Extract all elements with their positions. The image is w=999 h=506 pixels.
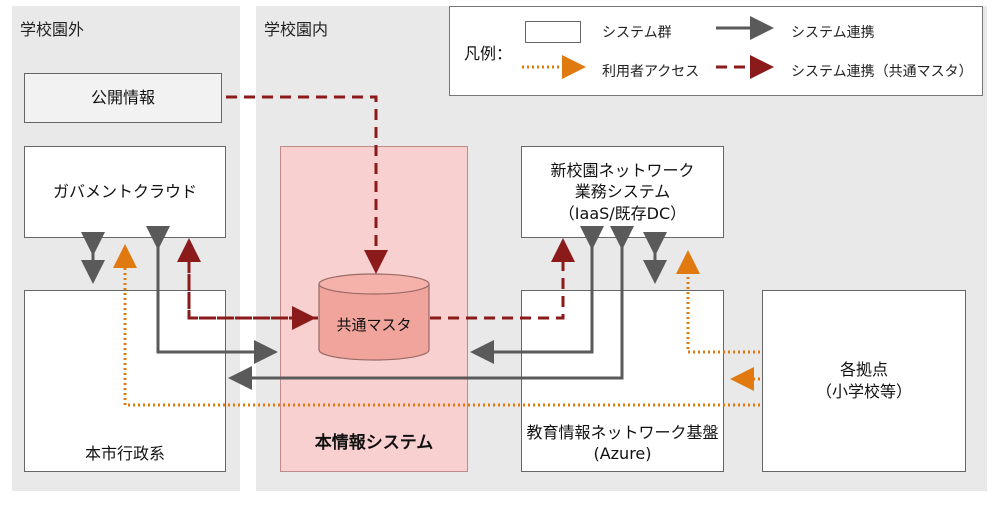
link-newnetwork-to-main	[470, 226, 604, 364]
public-info-label: 公開情報	[90, 88, 155, 108]
access-sites-to-govcloud	[113, 244, 760, 407]
zone-outside-label: 学校園外	[20, 20, 85, 39]
common-master-label: 共通マスタ	[336, 316, 412, 334]
legend-user-access: 利用者アクセス	[602, 64, 700, 80]
master-link-master-to-govcloud	[177, 238, 318, 320]
edu-network-label: 教育情報ネットワーク基盤 (Azure)	[526, 422, 719, 464]
legend-system-swatch	[525, 21, 581, 43]
legend-system-group: システム群	[602, 25, 672, 41]
sites-label: 各拠点 （小学校等）	[815, 360, 912, 401]
new-network-box: 新校園ネットワーク 業務システム （IaaS/既存DC）	[521, 146, 724, 238]
master-link-public-to-master	[226, 95, 388, 274]
gov-cloud-label: ガバメントクラウド	[52, 182, 197, 202]
sites-box: 各拠点 （小学校等）	[762, 290, 966, 472]
legend-system-link-master: システム連携（共通マスタ）	[791, 64, 973, 80]
master-link-master-to-newnetwork	[430, 238, 575, 320]
city-admin-label: 本市行政系	[84, 444, 165, 464]
public-info-box: 公開情報	[24, 73, 222, 123]
master-link-govcloud-to-master	[187, 262, 316, 330]
new-network-label: 新校園ネットワーク 業務システム （IaaS/既存DC）	[550, 160, 695, 223]
legend-system-link: システム連携	[791, 25, 875, 41]
gov-cloud-box: ガバメントクラウド	[24, 146, 226, 238]
legend-title: 凡例：	[464, 44, 513, 63]
link-newnetwork-to-cityadmin	[228, 226, 634, 390]
main-system-label: 本情報システム	[314, 433, 434, 454]
link-govcloud-to-main	[146, 226, 278, 364]
access-sites-to-newnetwork	[676, 250, 760, 354]
legend: 凡例： システム群 システム連携 利用者アクセス システム連携（共通マスタ）	[449, 6, 983, 96]
zone-inside-label: 学校園内	[264, 20, 329, 39]
